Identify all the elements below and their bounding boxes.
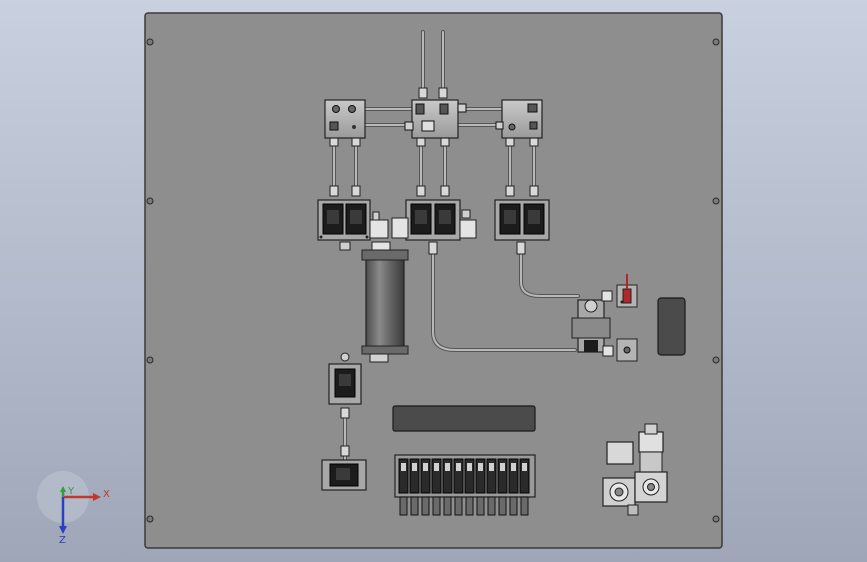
screw-icon: [712, 197, 720, 205]
terminal-screw-icon: [412, 463, 417, 471]
manifold-block-left[interactable]: [324, 99, 366, 139]
terminal-module[interactable]: [464, 458, 475, 494]
terminal-screw-icon: [522, 463, 527, 471]
terminal-screw-icon: [511, 463, 516, 471]
terminal-module[interactable]: [442, 458, 453, 494]
terminal-wire-connector: [498, 496, 507, 516]
terminal-module[interactable]: [453, 458, 464, 494]
solenoid-valve-group-left[interactable]: [317, 199, 391, 253]
coordinate-triad: X Y Z: [37, 471, 110, 546]
z-axis-label: Z: [59, 535, 66, 546]
terminal-screw-icon: [500, 463, 505, 471]
terminal-wire-connector: [454, 496, 463, 516]
screw-icon: [146, 197, 154, 205]
terminal-wire-connector: [465, 496, 474, 516]
terminal-screw-icon: [456, 463, 461, 471]
terminal-module[interactable]: [475, 458, 486, 494]
terminal-screw-icon: [467, 463, 472, 471]
terminal-wire-connector: [421, 496, 430, 516]
panel-screws: [146, 38, 720, 523]
terminal-strip[interactable]: [394, 454, 536, 516]
terminal-module[interactable]: [497, 458, 508, 494]
terminal-wire-connector: [487, 496, 496, 516]
filter-cylinder[interactable]: [361, 249, 409, 363]
manifold-block-right[interactable]: [495, 99, 543, 139]
solenoid-valve-group-center[interactable]: [391, 199, 477, 241]
display-slot-narrow: [657, 297, 686, 356]
solenoid-valve-group-right[interactable]: [494, 199, 550, 241]
mount-plate: [616, 338, 638, 362]
terminal-screw-icon: [445, 463, 450, 471]
manifold-block-center[interactable]: [404, 99, 467, 139]
terminal-wire-connector: [399, 496, 408, 516]
terminal-wire-connector: [520, 496, 529, 516]
display-slot-wide: [392, 405, 536, 432]
y-axis-label: Y: [67, 486, 75, 497]
terminal-wire-connector: [443, 496, 452, 516]
single-valve-upper[interactable]: [328, 352, 362, 405]
terminal-screw-icon: [478, 463, 483, 471]
terminal-wire-connector: [410, 496, 419, 516]
terminal-module[interactable]: [431, 458, 442, 494]
terminal-module[interactable]: [398, 458, 409, 494]
terminal-wire-connector: [476, 496, 485, 516]
screw-icon: [712, 38, 720, 46]
terminal-screw-icon: [401, 463, 406, 471]
x-axis-label: X: [103, 489, 110, 500]
screw-icon: [712, 356, 720, 364]
screw-icon: [712, 515, 720, 523]
single-valve-lower[interactable]: [321, 459, 367, 491]
terminal-screw-icon: [489, 463, 494, 471]
terminal-screw-icon: [423, 463, 428, 471]
terminal-wire-connector: [509, 496, 518, 516]
screw-icon: [146, 38, 154, 46]
screw-icon: [146, 515, 154, 523]
gauge-block[interactable]: [616, 274, 638, 308]
tube-fittings: [329, 87, 539, 457]
terminal-module[interactable]: [508, 458, 519, 494]
terminal-wire-connector: [432, 496, 441, 516]
terminal-module[interactable]: [420, 458, 431, 494]
terminal-screw-icon: [434, 463, 439, 471]
terminal-module[interactable]: [519, 458, 530, 494]
pressure-regulator[interactable]: [571, 290, 614, 357]
valve-assembly[interactable]: [602, 423, 668, 516]
terminal-module[interactable]: [486, 458, 497, 494]
screw-icon: [146, 356, 154, 364]
terminal-module[interactable]: [409, 458, 420, 494]
